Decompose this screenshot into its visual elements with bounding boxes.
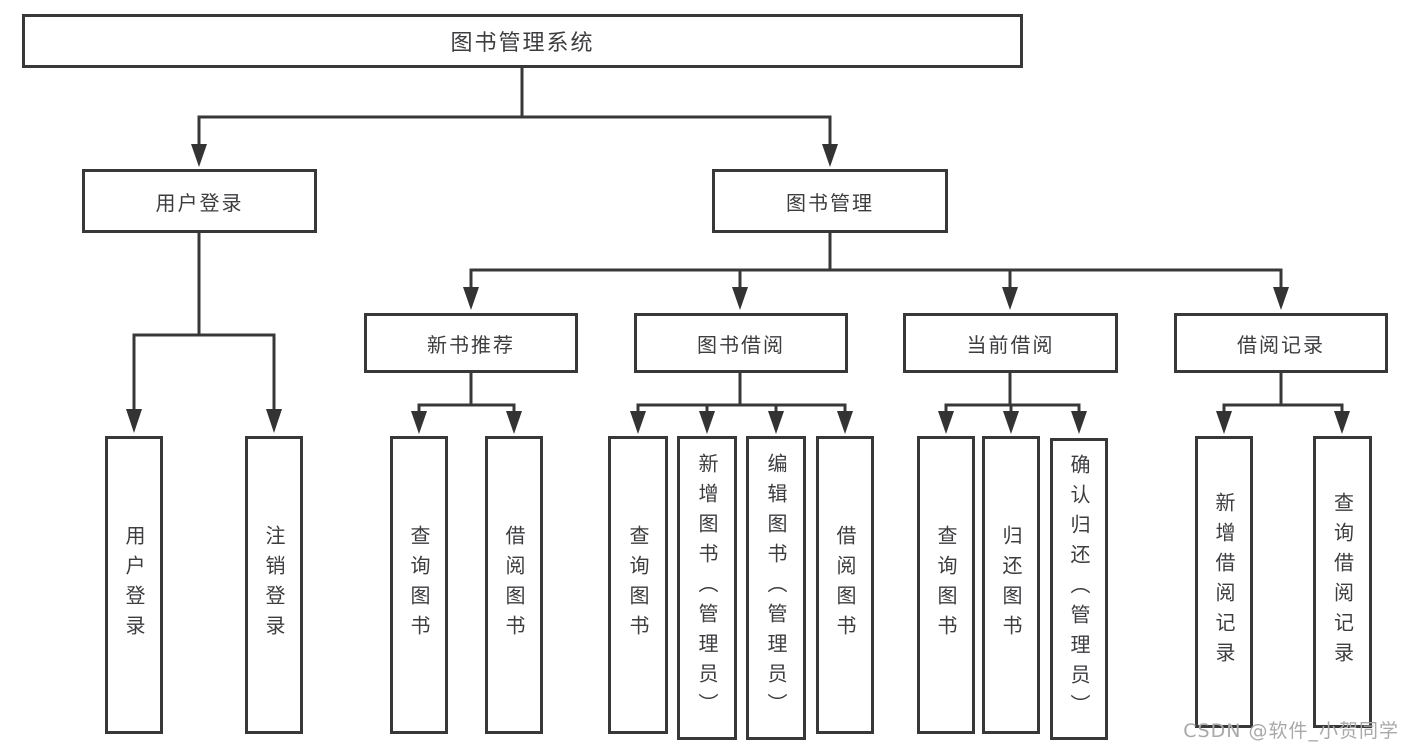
leaf-label: 新增借阅记录 — [1212, 492, 1236, 672]
connector-records-rail — [1222, 403, 1344, 413]
node-borrowing-records: 借阅记录 — [1174, 313, 1388, 373]
leaf-label: 查询图书 — [407, 525, 431, 645]
leaf-label: 注销登录 — [262, 525, 286, 645]
leaf-borrow-books-recommend: 借阅图书 — [485, 436, 543, 734]
leaf-label: 查询图书 — [934, 525, 958, 645]
connector-userlogin-rail — [132, 333, 276, 411]
arrowhead — [1273, 287, 1289, 310]
arrowhead — [938, 411, 954, 434]
connector-newbook-rail — [417, 403, 516, 413]
arrowhead — [126, 409, 142, 433]
leaf-add-borrow-record: 新增借阅记录 — [1195, 436, 1253, 728]
arrowhead — [1071, 411, 1087, 434]
leaf-confirm-return-admin: 确认归还（管理员） — [1050, 438, 1108, 740]
leaf-borrow-books: 借阅图书 — [816, 436, 874, 734]
arrowhead — [463, 287, 479, 310]
leaf-return-books: 归还图书 — [982, 436, 1040, 734]
leaf-add-books-admin: 新增图书（管理员） — [677, 436, 737, 740]
arrowhead — [191, 144, 207, 167]
node-new-book-recommend: 新书推荐 — [364, 313, 578, 373]
arrowhead — [1003, 411, 1019, 434]
leaf-label: 新增图书（管理员） — [695, 453, 719, 723]
leaf-query-books-recommend: 查询图书 — [390, 436, 448, 734]
arrowhead — [1002, 287, 1018, 310]
leaf-edit-books-admin: 编辑图书（管理员） — [746, 436, 806, 740]
arrowhead — [1334, 411, 1350, 434]
node-user-login: 用户登录 — [82, 169, 317, 233]
leaf-label: 编辑图书（管理员） — [764, 453, 788, 723]
arrowhead — [822, 144, 838, 167]
leaf-label: 查询借阅记录 — [1330, 492, 1355, 672]
node-book-management: 图书管理 — [712, 169, 948, 233]
node-library-management-system: 图书管理系统 — [22, 14, 1023, 68]
arrowhead — [768, 411, 784, 434]
leaf-label: 确认归还（管理员） — [1067, 454, 1091, 724]
leaf-label: 借阅图书 — [833, 525, 857, 645]
leaf-query-books-current: 查询图书 — [917, 436, 975, 734]
leaf-label: 用户登录 — [122, 525, 146, 645]
leaf-query-borrow-record: 查询借阅记录 — [1313, 436, 1372, 728]
arrowhead — [1216, 411, 1232, 434]
arrowhead — [411, 411, 427, 434]
arrowhead — [266, 409, 282, 433]
connector-bookmgmt-rail — [469, 268, 1283, 289]
leaf-label: 归还图书 — [999, 525, 1023, 645]
arrowhead — [837, 411, 853, 434]
arrowhead — [630, 411, 646, 434]
csdn-watermark: CSDN @软件_小贺同学 — [1183, 720, 1399, 742]
node-book-borrowing: 图书借阅 — [634, 313, 848, 373]
leaf-user-login: 用户登录 — [105, 436, 163, 734]
node-current-borrowing: 当前借阅 — [903, 313, 1118, 373]
connector-borrowing-rail — [636, 403, 847, 413]
arrowhead — [699, 411, 715, 434]
arrowhead — [506, 411, 522, 434]
leaf-label: 借阅图书 — [502, 525, 526, 645]
leaf-logout: 注销登录 — [245, 436, 303, 734]
connector-top-rail — [197, 115, 832, 146]
leaf-label: 查询图书 — [626, 525, 650, 645]
leaf-query-books-borrowing: 查询图书 — [608, 436, 668, 734]
arrowhead — [732, 287, 748, 310]
